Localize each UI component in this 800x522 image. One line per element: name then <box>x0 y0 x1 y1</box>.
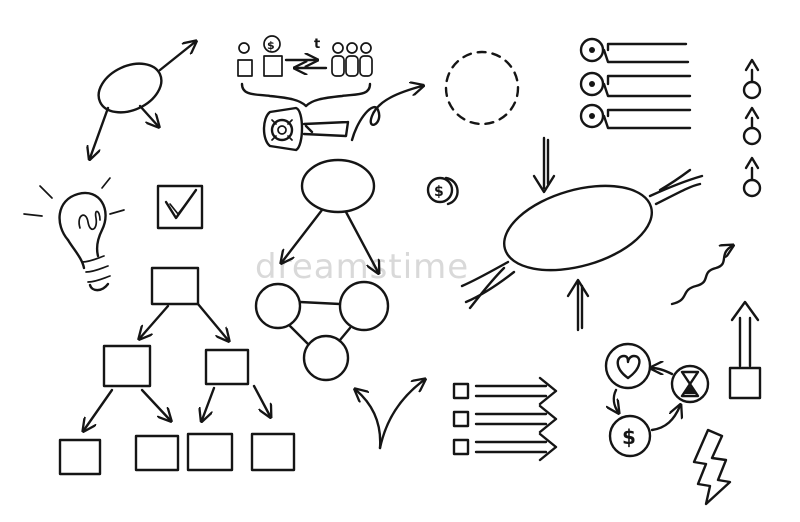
org-root-box <box>150 266 200 306</box>
curly-brace-icon <box>240 82 372 108</box>
circle-diagram-left-node <box>254 282 302 330</box>
org-mid-box-left <box>102 344 152 388</box>
people-process-icon: $ t <box>237 35 373 108</box>
circle-diagram-bottom-node <box>302 334 350 382</box>
heart-icon <box>616 354 641 380</box>
arrow-up-icon <box>566 278 590 332</box>
focus-oval-diagram <box>460 136 704 332</box>
growth-arrow-icon <box>728 300 762 400</box>
checkbox-checked-icon <box>156 184 204 230</box>
arrow-down-icon <box>532 136 556 194</box>
oval-node-topleft <box>97 62 163 114</box>
gear-key-icon <box>262 106 350 152</box>
squiggle-arrow-icon <box>670 246 732 306</box>
upward-bullets-icon <box>742 58 762 198</box>
bullet-list-icon <box>579 37 692 130</box>
lightning-bolt-icon <box>692 428 732 506</box>
hourglass-icon <box>680 370 700 398</box>
arrow-down-right-icon <box>138 104 158 126</box>
checklist-arrows <box>452 376 558 462</box>
org-chart <box>58 266 296 476</box>
loop-arrow-icon <box>350 86 422 142</box>
list-checkbox-3 <box>452 438 470 456</box>
dollar-glyph: $ <box>267 39 275 52</box>
dollar-node <box>608 414 652 458</box>
org-leaf-box-4 <box>250 432 296 472</box>
circle-diagram-right-node <box>338 280 390 332</box>
circle-diagram <box>254 158 390 382</box>
org-leaf-box-1 <box>58 438 102 476</box>
heart-node <box>604 342 652 390</box>
coin-icon: $ <box>426 176 459 206</box>
arrow-down-left-icon <box>90 106 110 158</box>
org-leaf-box-2 <box>134 434 180 472</box>
hourglass-node <box>670 364 710 404</box>
org-mid-box-right <box>204 348 250 386</box>
fork-arrow-icon <box>356 380 424 450</box>
arrow-up-right-icon <box>158 42 195 72</box>
circle-diagram-top-node <box>300 158 376 214</box>
lightbulb-icon <box>23 177 125 292</box>
list-checkbox-1 <box>452 382 470 400</box>
dashed-circle <box>444 50 520 126</box>
tee-glyph: t <box>314 37 320 52</box>
list-checkbox-2 <box>452 410 470 428</box>
coin-dollar-glyph: $ <box>434 184 444 200</box>
dollar-node-glyph: $ <box>622 425 636 449</box>
value-cycle-diagram: $ <box>604 342 710 458</box>
org-leaf-box-3 <box>186 432 234 472</box>
